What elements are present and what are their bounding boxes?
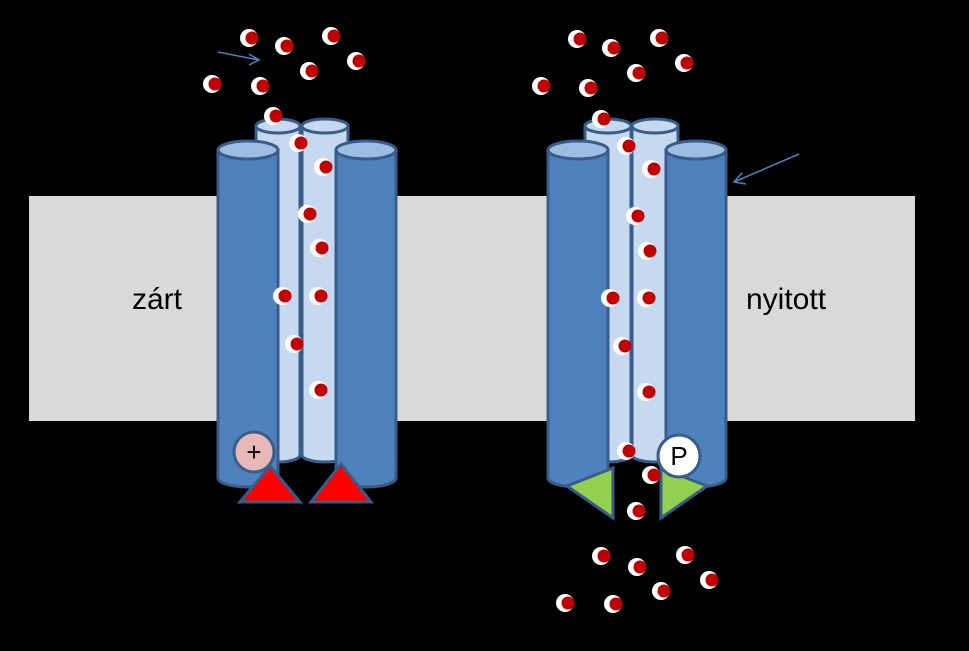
triangle-icon	[307, 461, 375, 504]
ion-icon	[300, 62, 319, 80]
ion-icon	[568, 30, 587, 48]
ion-icon	[203, 75, 222, 93]
ion-icon	[251, 77, 270, 95]
ion-icon	[275, 37, 294, 55]
ions-top-right	[532, 29, 694, 128]
svg-text:P: P	[670, 441, 687, 471]
triangle-icon	[563, 465, 615, 521]
ions-bottom-right	[556, 546, 719, 613]
arrow-icon	[732, 153, 800, 185]
ion-icon	[604, 595, 623, 613]
ion-icon	[652, 582, 671, 600]
ion-icon	[556, 594, 575, 612]
ions-top-left	[203, 27, 366, 125]
ion-icon	[676, 546, 695, 564]
ion-icon	[642, 466, 661, 484]
helix-front-left	[546, 139, 610, 489]
ion-icon	[628, 558, 647, 576]
helix-front-right	[334, 139, 398, 489]
ion-icon	[322, 27, 341, 45]
ion-icon	[675, 54, 694, 72]
ion-icon	[592, 547, 611, 565]
ion-icon	[700, 571, 719, 589]
ion-icon	[627, 502, 646, 520]
phospho-circle-icon: P	[656, 433, 702, 479]
ion-icon	[650, 29, 669, 47]
closed-channel: +	[216, 117, 398, 504]
ion-icon	[240, 29, 259, 47]
helix-front-left	[216, 139, 280, 489]
arrow-icon	[217, 51, 261, 66]
ion-icon	[347, 52, 366, 70]
open-channel: P	[546, 117, 728, 521]
svg-text:+: +	[246, 437, 261, 467]
open-label: nyitott	[746, 283, 827, 316]
triangle-icon	[236, 463, 304, 504]
membrane	[29, 196, 915, 421]
ion-icon	[579, 79, 598, 97]
ion-icon	[602, 39, 621, 57]
plus-circle-icon: +	[232, 430, 276, 474]
ion-icon	[627, 64, 646, 82]
ion-icon	[532, 77, 551, 95]
closed-label: zárt	[132, 283, 183, 316]
